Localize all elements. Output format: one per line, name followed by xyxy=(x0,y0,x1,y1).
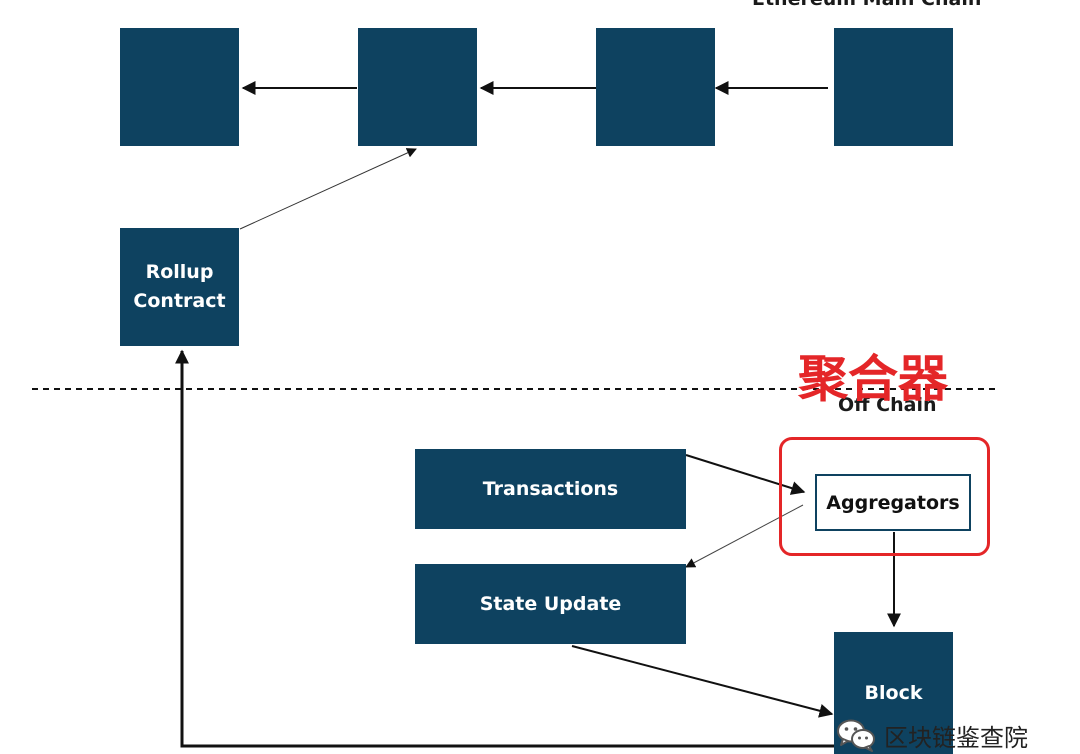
main-chain-label: Ethereum Main Chain xyxy=(752,0,981,10)
block-label: Block xyxy=(864,682,923,704)
offchain-label: Off Chain xyxy=(838,394,937,416)
chain-block-1 xyxy=(120,28,239,146)
rollup-contract-line-2: Contract xyxy=(133,290,226,312)
chain-block-2 xyxy=(358,28,477,146)
arrow-rollup-to-chain-2 xyxy=(239,148,417,230)
aggregator-annotation: 聚合器 xyxy=(798,350,948,408)
transactions-node: Transactions xyxy=(415,449,686,529)
aggregators-label: Aggregators xyxy=(826,491,960,514)
chain-block-4 xyxy=(834,28,953,146)
rollup-contract-node: Rollup Contract xyxy=(120,228,239,346)
state-update-label: State Update xyxy=(479,593,622,615)
watermark: 区块链鉴查院 xyxy=(836,716,1028,754)
arrow-transactions-to-aggregators xyxy=(685,454,806,495)
arrow-block-to-rollup xyxy=(175,349,834,748)
wechat-icon xyxy=(837,719,875,752)
state-update-node: State Update xyxy=(415,564,686,644)
arrow-aggregators-to-state-update xyxy=(685,504,804,568)
arrow-state-update-to-block xyxy=(571,645,834,718)
aggregator-highlight-box xyxy=(779,437,990,556)
transactions-label: Transactions xyxy=(482,478,619,500)
aggregators-node: Aggregators xyxy=(815,474,971,531)
rollup-contract-line-1: Rollup xyxy=(145,261,214,283)
chain-block-3 xyxy=(596,28,715,146)
watermark-text: 区块链鉴查院 xyxy=(884,723,1028,752)
